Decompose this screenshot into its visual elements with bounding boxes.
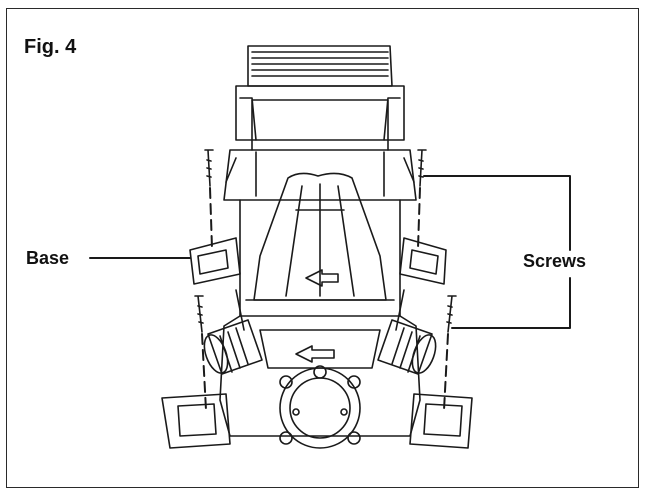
base-label: Base <box>26 248 70 268</box>
screws-leader-lower <box>451 277 571 329</box>
screw-icon <box>194 149 457 333</box>
screws-leader-upper <box>423 175 571 251</box>
alignment-lines <box>201 187 449 411</box>
pump-body <box>203 45 437 449</box>
screws-label: Screws <box>523 251 587 271</box>
figure-title: Fig. 4 <box>24 36 77 58</box>
figure-frame <box>6 8 639 488</box>
base-feet <box>161 237 473 449</box>
callout-lines <box>89 175 571 329</box>
